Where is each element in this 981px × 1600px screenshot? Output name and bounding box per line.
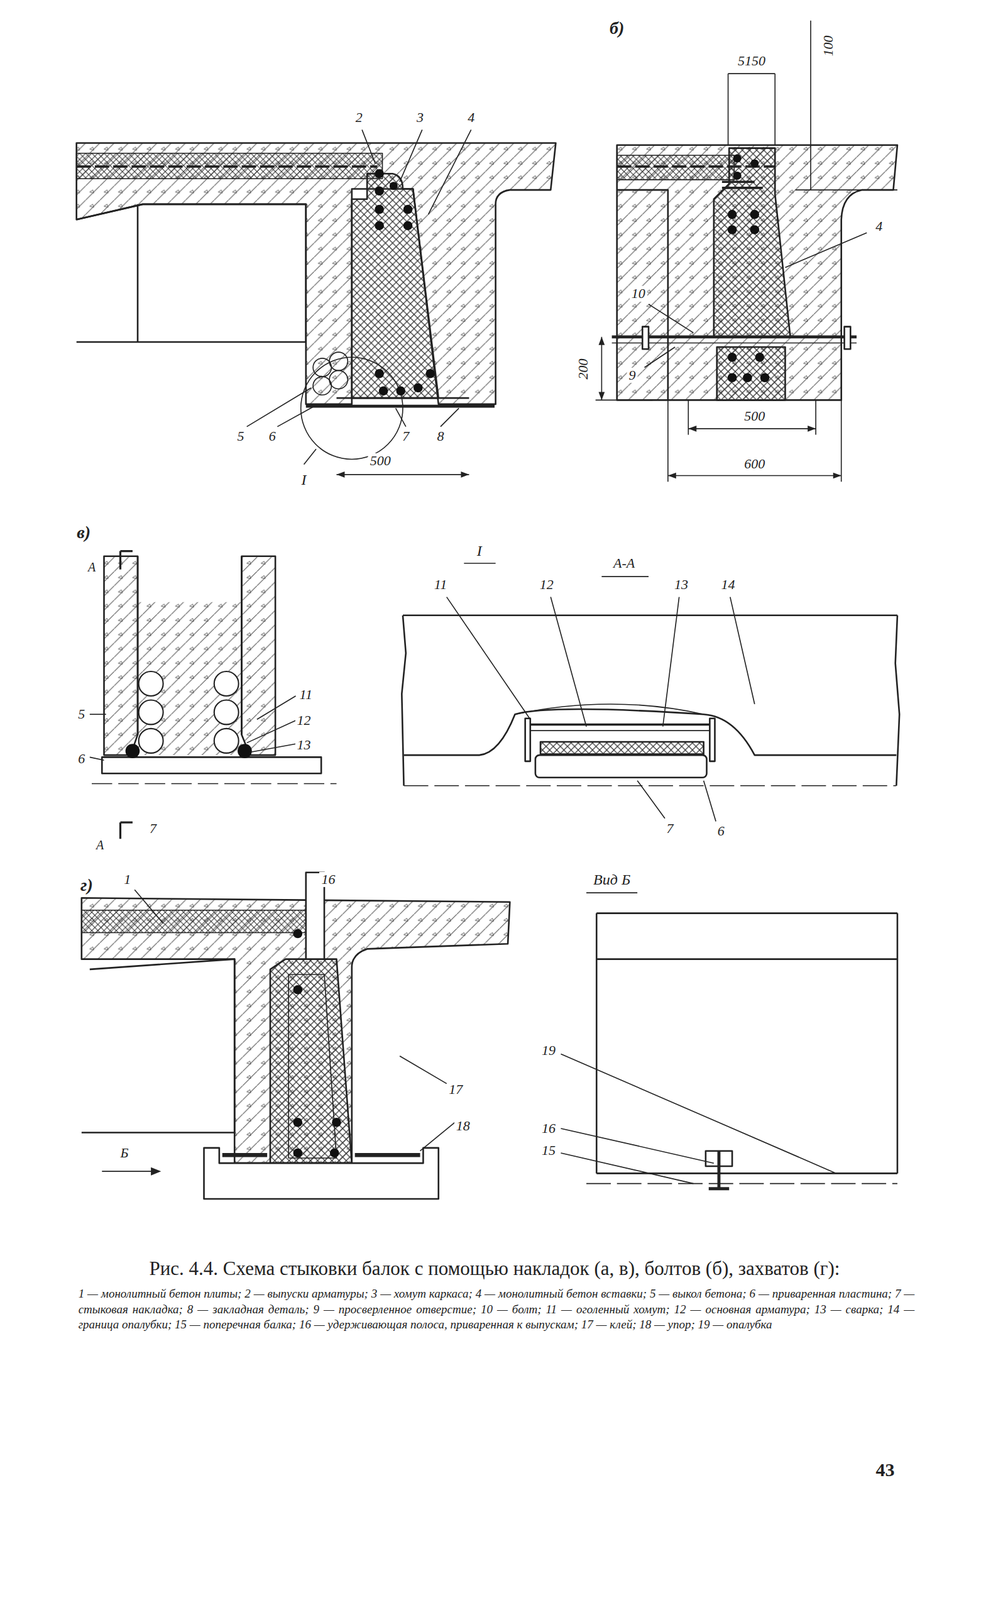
callout-number: I xyxy=(299,470,309,488)
callout-number: 4 xyxy=(465,109,477,126)
figure-b xyxy=(595,20,898,482)
callout-number: 17 xyxy=(446,1081,465,1097)
callout-number: А xyxy=(94,837,106,852)
figure-g xyxy=(81,872,898,1199)
callout-number: 9 xyxy=(627,367,638,383)
callout-number: 12 xyxy=(537,576,556,592)
callout-number: 18 xyxy=(454,1118,472,1134)
callout-number: Вид Б xyxy=(591,871,633,888)
callout-number: 4 xyxy=(873,218,885,234)
callout-number: 6 xyxy=(267,428,278,444)
callout-number: 5150 xyxy=(735,53,768,69)
callout-number: 6 xyxy=(76,750,87,767)
callout-number: Б xyxy=(118,1145,131,1161)
callout-number: 15 xyxy=(539,1142,558,1158)
callout-number: 11 xyxy=(297,686,315,702)
callout-number: 7 xyxy=(400,428,412,444)
callout-number: в) xyxy=(74,522,93,543)
callout-number: 43 xyxy=(873,1457,897,1479)
figure-caption: Рис. 4.4. Схема стыковки балок с помощью… xyxy=(76,1256,914,1281)
callout-number: 16 xyxy=(539,1120,558,1136)
callout-number: б) xyxy=(607,18,626,39)
callout-number: 19 xyxy=(539,1042,558,1058)
callout-number: 7 xyxy=(664,820,676,836)
callout-number: 600 xyxy=(742,456,767,472)
callout-number: 200 xyxy=(575,356,591,382)
callout-number: 3 xyxy=(414,109,426,126)
callout-number: 500 xyxy=(742,408,767,424)
callout-number: 100 xyxy=(820,33,836,59)
callout-number: 7 xyxy=(147,820,159,836)
callout-number: А xyxy=(86,559,98,574)
callout-number: 500 xyxy=(368,453,393,469)
callout-number: 6 xyxy=(715,823,727,839)
callout-number: I xyxy=(475,542,484,559)
callout-number: А-А xyxy=(611,555,637,571)
figure-v xyxy=(89,551,900,839)
callout-number: 5 xyxy=(76,706,87,722)
callout-number: 5 xyxy=(235,428,246,444)
callout-number: 12 xyxy=(295,712,313,728)
legend-note: 1 — монолитный бетон плиты; 2 — выпуски … xyxy=(76,1285,917,1333)
callout-number: 13 xyxy=(295,736,313,752)
figure-a xyxy=(76,129,557,477)
callout-number: г) xyxy=(78,875,95,895)
callout-number: 11 xyxy=(432,576,449,592)
callout-number: 2 xyxy=(353,109,365,126)
callout-number: 1 xyxy=(121,871,133,887)
callout-number: 10 xyxy=(629,285,648,302)
callout-number: 14 xyxy=(719,576,738,592)
callout-number: 13 xyxy=(672,576,691,592)
callout-number: 8 xyxy=(434,428,446,444)
callout-number: 16 xyxy=(319,871,337,887)
